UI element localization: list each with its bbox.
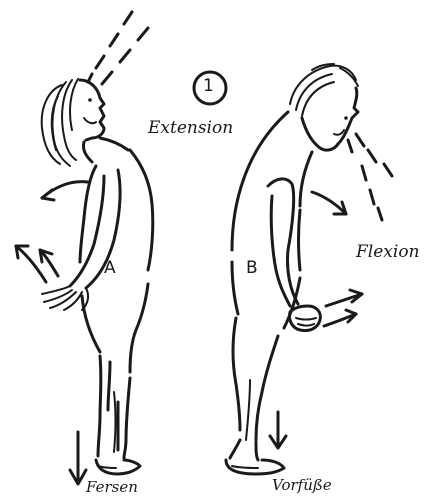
eye-b — [344, 116, 348, 120]
arrows-b — [312, 192, 362, 326]
gaze-lines-a — [88, 12, 148, 84]
figure-b-label: B — [246, 258, 258, 278]
extension-label: Extension — [148, 118, 233, 138]
figure-number: 1 — [203, 76, 214, 96]
eye-a — [88, 98, 92, 102]
flexion-label: Flexion — [356, 242, 420, 262]
arrows-a — [16, 182, 88, 484]
fersen-label: Fersen — [86, 478, 138, 496]
figure-a-label: A — [104, 258, 116, 278]
vorfuesse-label: Vorfüße — [272, 476, 332, 494]
